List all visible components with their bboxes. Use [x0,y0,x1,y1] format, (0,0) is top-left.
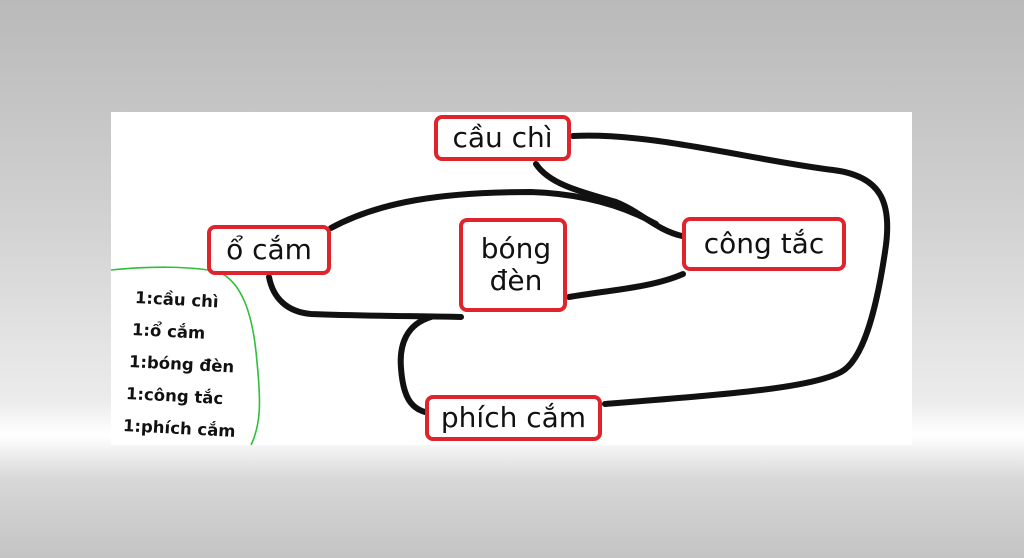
wire-bongden-phichcam [397,314,434,415]
wiring-diagram [111,132,891,445]
drawing-canvas: cầu chì ổ cắm bóng đèn công tắc phích cắ… [111,112,912,445]
wire-ocam-bongden [266,274,464,320]
node-bong-den-label: bóng đèn [480,231,552,297]
wire-cauchi-congtac [533,161,685,239]
node-phich-cam-label: phích cắm [440,400,587,434]
legend-outline [111,266,261,445]
node-cau-chi-label: cầu chì [452,120,553,154]
wire-bongden-congtac [566,271,686,300]
node-o-cam-label: ổ cắm [226,232,312,266]
node-phich-cam: phích cắm [425,395,602,441]
node-cong-tac: công tắc [682,217,846,271]
node-bong-den-line-1: bóng [480,231,552,265]
legend-item-o-cam: 1:ổ cắm [131,320,206,343]
node-bong-den-line-2: đèn [489,264,543,297]
wire-cauchi-phichcam [570,132,891,407]
node-cong-tac-label: công tắc [703,226,825,260]
node-bong-den: bóng đèn [459,218,567,312]
node-o-cam: ổ cắm [207,225,331,275]
wire-ocam-congtac [328,189,659,231]
node-cau-chi: cầu chì [434,115,571,161]
